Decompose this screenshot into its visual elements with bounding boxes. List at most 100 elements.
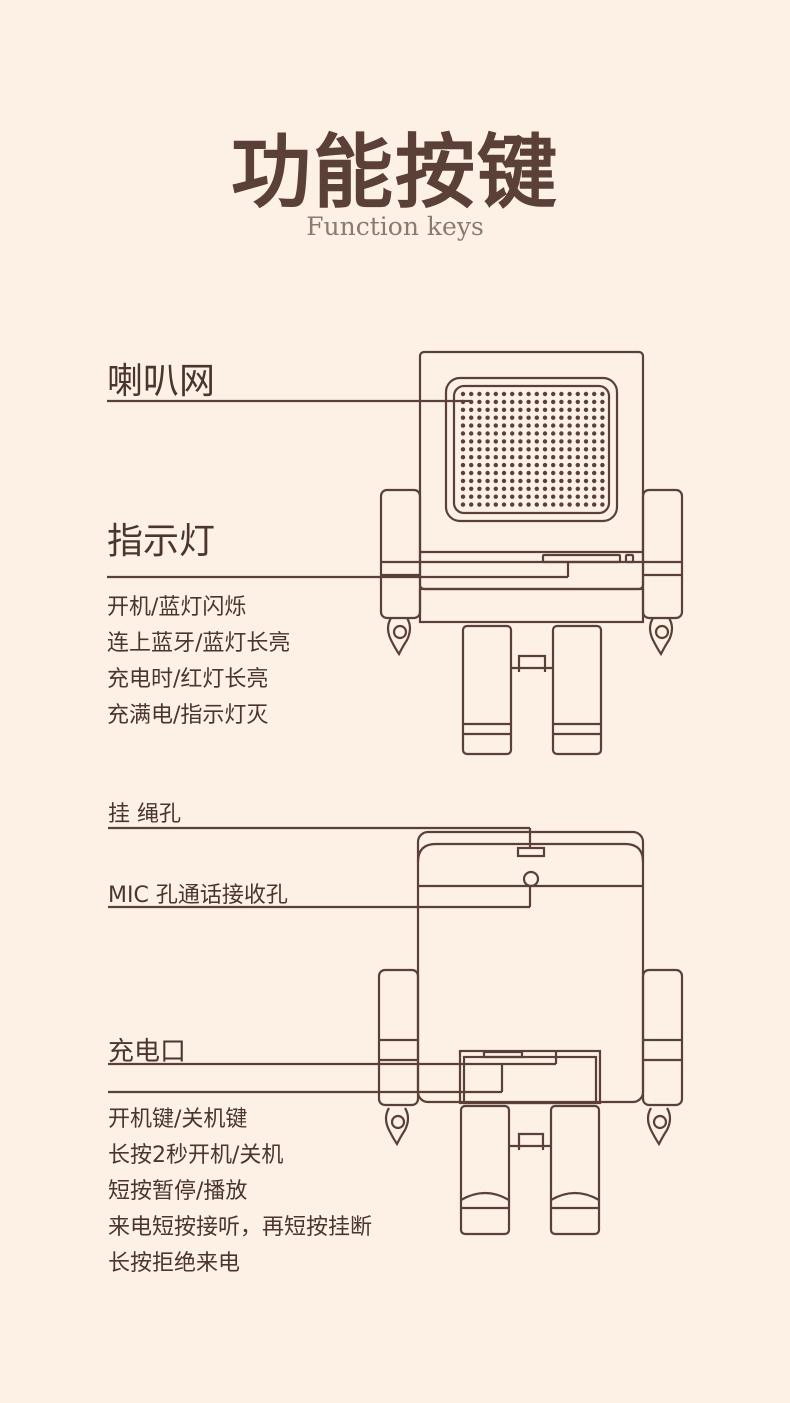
speaker-dot	[559, 407, 564, 412]
speaker-dot	[583, 502, 589, 507]
speaker-dot	[501, 447, 507, 452]
speaker-dot	[559, 470, 564, 476]
speaker-dot	[501, 494, 507, 499]
speaker-dot	[477, 462, 482, 468]
speaker-dot	[567, 439, 572, 444]
speaker-dot	[493, 478, 498, 484]
speaker-grille-dots	[460, 391, 605, 507]
speaker-dot	[526, 502, 531, 507]
speaker-dot	[592, 399, 597, 405]
speaker-dot	[542, 399, 548, 405]
speaker-dot	[477, 399, 482, 405]
speaker-dot	[534, 494, 539, 499]
speaker-dot	[567, 399, 572, 405]
speaker-dot	[485, 415, 490, 420]
speaker-dot	[485, 399, 490, 405]
speaker-dot	[510, 486, 515, 491]
speaker-dot	[518, 423, 523, 428]
speaker-dot	[493, 494, 498, 499]
speaker-dot	[542, 415, 548, 420]
speaker-dot	[575, 486, 580, 491]
speaker-dot	[493, 423, 498, 428]
speaker-dot	[592, 455, 597, 460]
speaker-dot	[526, 478, 531, 484]
power-desc-line: 来电短按接听，再短按挂断	[108, 1215, 373, 1240]
speaker-dot	[460, 470, 466, 476]
speaker-dot	[477, 494, 482, 499]
speaker-dot	[460, 455, 466, 460]
speaker-dot	[493, 399, 498, 405]
speaker-dot	[460, 407, 466, 412]
speaker-dot	[510, 455, 515, 460]
speaker-dot	[518, 407, 523, 412]
speaker-dot	[493, 502, 498, 507]
speaker-dot	[592, 486, 597, 491]
speaker-dot	[526, 470, 531, 476]
speaker-dot	[493, 470, 498, 476]
lanyard-hole-label: 挂 绳孔	[108, 802, 181, 827]
speaker-dot	[600, 462, 605, 468]
speaker-dot	[510, 478, 515, 484]
speaker-dot	[592, 423, 597, 428]
speaker-dot	[460, 462, 466, 468]
speaker-dot	[477, 447, 482, 452]
speaker-dot	[592, 502, 597, 507]
speaker-dot	[469, 470, 474, 476]
speaker-dot	[567, 455, 572, 460]
speaker-dot	[460, 391, 466, 397]
speaker-dot	[551, 431, 556, 436]
speaker-dot	[567, 494, 572, 499]
speaker-dot	[575, 415, 580, 420]
speaker-dot	[534, 478, 539, 484]
speaker-dot	[583, 439, 589, 444]
speaker-dot	[477, 486, 482, 491]
speaker-dot	[583, 494, 589, 499]
speaker-dot	[526, 494, 531, 499]
speaker-dot	[485, 486, 490, 491]
speaker-dot	[501, 478, 507, 484]
speaker-dot	[551, 502, 556, 507]
speaker-dot	[551, 462, 556, 468]
speaker-dot	[567, 423, 572, 428]
speaker-dot	[518, 502, 523, 507]
speaker-dot	[493, 486, 498, 491]
speaker-dot	[583, 470, 589, 476]
speaker-dot	[477, 407, 482, 412]
speaker-dot	[469, 486, 474, 491]
power-desc-line: 开机键/关机键	[108, 1107, 248, 1132]
speaker-dot	[551, 494, 556, 499]
speaker-dot	[501, 486, 507, 491]
speaker-dot	[501, 439, 507, 444]
speaker-dot	[469, 407, 474, 412]
indicator-desc-line: 开机/蓝灯闪烁	[107, 595, 247, 620]
speaker-dot	[477, 423, 482, 428]
speaker-dot	[575, 423, 580, 428]
speaker-dot	[583, 407, 589, 412]
speaker-dot	[501, 462, 507, 468]
speaker-dot	[534, 391, 539, 397]
speaker-dot	[477, 415, 482, 420]
power-desc-line: 长按拒绝来电	[108, 1251, 241, 1276]
speaker-dot	[485, 502, 490, 507]
speaker-dot	[600, 470, 605, 476]
speaker-dot	[592, 391, 597, 397]
speaker-dot	[534, 447, 539, 452]
speaker-dot	[559, 478, 564, 484]
speaker-dot	[559, 455, 564, 460]
speaker-dot	[600, 407, 605, 412]
speaker-label: 喇叭网	[107, 361, 216, 402]
power-desc-line: 短按暂停/播放	[108, 1179, 248, 1204]
speaker-dot	[551, 455, 556, 460]
speaker-dot	[518, 470, 523, 476]
speaker-dot	[567, 470, 572, 476]
speaker-dot	[551, 470, 556, 476]
speaker-dot	[518, 439, 523, 444]
speaker-dot	[575, 431, 580, 436]
speaker-dot	[600, 502, 605, 507]
speaker-dot	[510, 391, 515, 397]
speaker-dot	[542, 407, 548, 412]
speaker-dot	[493, 407, 498, 412]
speaker-dot	[559, 399, 564, 405]
speaker-dot	[534, 399, 539, 405]
speaker-dot	[469, 399, 474, 405]
